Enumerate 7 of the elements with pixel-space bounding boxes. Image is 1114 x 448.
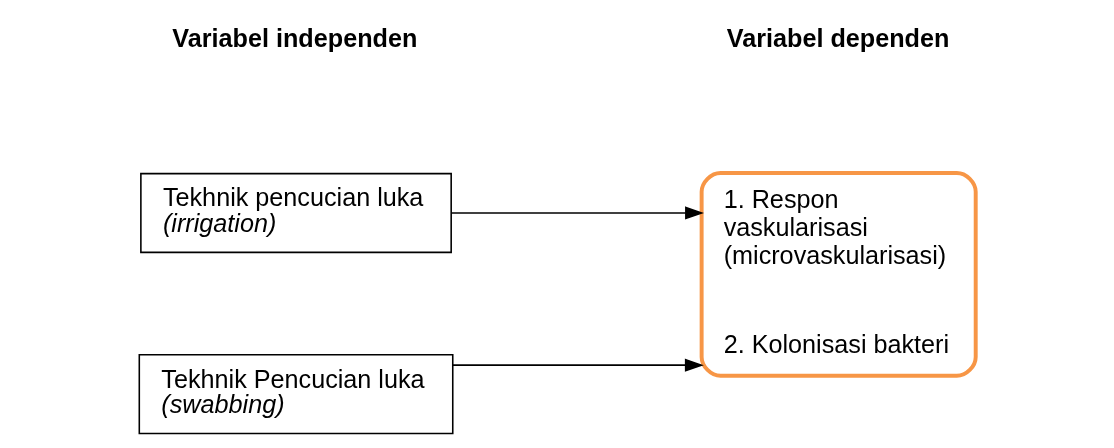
label: Variabel dependen: [726, 24, 949, 53]
node-box: Tekhnik Pencucian luka (swabbing): [138, 353, 454, 435]
node-box: 1. Respon vaskularisasi (microvaskularisasi) 2. Kolonisasi bakteri: [699, 171, 978, 378]
node-box: Tekhnik pencucian luka (irrigation): [139, 172, 452, 254]
arrow: [451, 358, 704, 372]
label: Variabel independen: [171, 24, 417, 53]
arrow: [450, 206, 704, 220]
